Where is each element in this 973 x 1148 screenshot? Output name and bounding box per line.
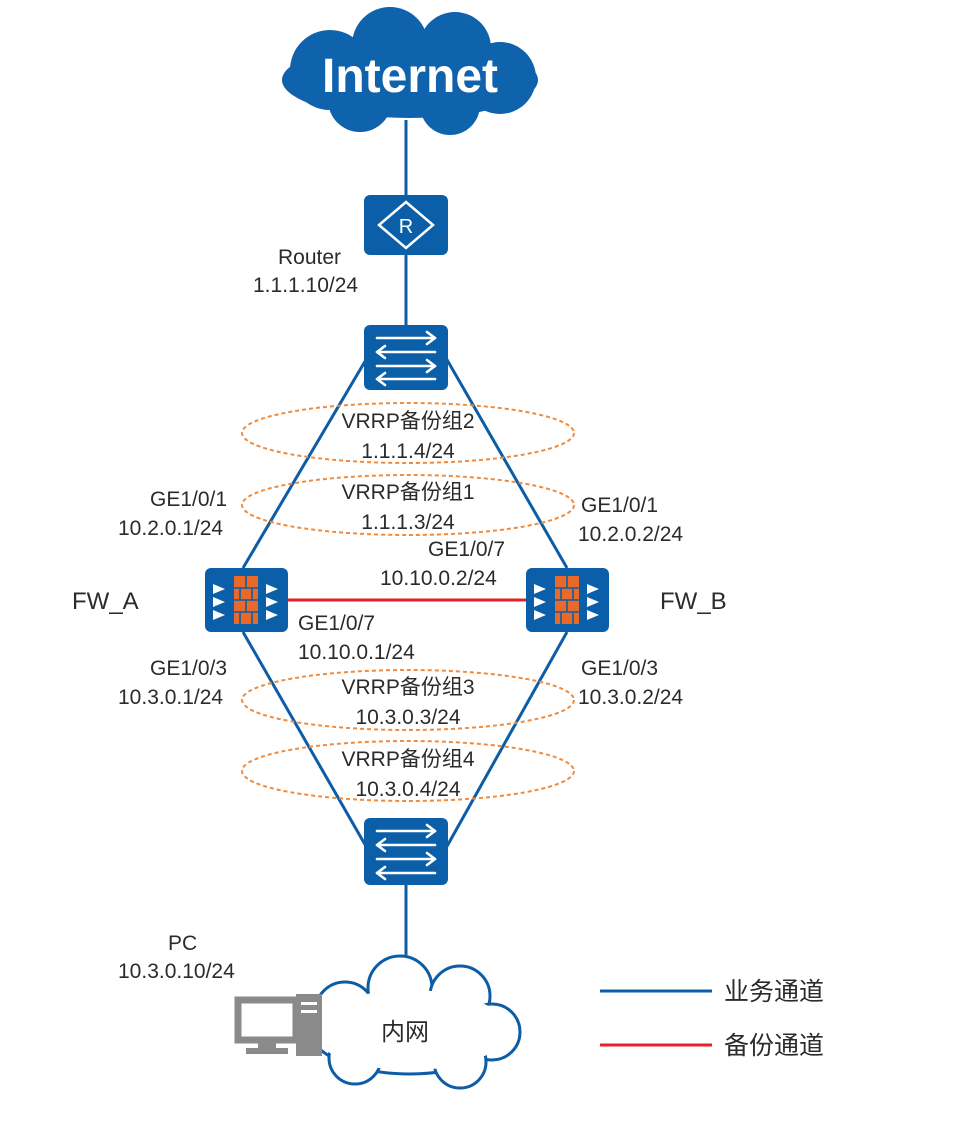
- fw-b-heartbeat-interface: GE1/0/7: [428, 538, 505, 561]
- vrrp-group-1-ellipse: [241, 474, 575, 536]
- vrrp-group-3-ellipse: [241, 669, 575, 731]
- firewall-a-device: [205, 568, 288, 632]
- vrrp-group-1-ip: 1.1.1.3/24: [361, 511, 455, 534]
- firewall-b-right-arrows-icon: [587, 584, 599, 620]
- fw-a-down-interface: GE1/0/3: [150, 657, 227, 680]
- router-ip: 1.1.1.10/24: [253, 274, 358, 297]
- pc-name: PC: [168, 932, 197, 955]
- fw-b-down-interface: GE1/0/3: [581, 657, 658, 680]
- internet-label: Internet: [322, 50, 498, 103]
- legend: 业务通道 备份通道: [600, 977, 824, 1060]
- pc-icon: [234, 994, 322, 1056]
- firewall-b-left-arrows-icon: [534, 584, 546, 620]
- fw-b-heartbeat-ip: 10.10.0.2/24: [380, 567, 497, 590]
- lower-switch: [364, 818, 448, 885]
- fw-b-down-ip: 10.3.0.2/24: [578, 686, 683, 709]
- firewall-b-device: [526, 568, 609, 632]
- firewall-a-left-arrows-icon: [213, 584, 225, 620]
- vrrp-group-3-ip: 10.3.0.3/24: [355, 706, 460, 729]
- link-fw-a-switch-down: [241, 631, 369, 849]
- firewall-brick-icon: [555, 576, 579, 624]
- fw-a-heartbeat-interface: GE1/0/7: [298, 612, 375, 635]
- vrrp-group-2-ellipse: [241, 402, 575, 464]
- fw-a-heartbeat-ip: 10.10.0.1/24: [298, 641, 415, 664]
- fw-a-up-ip: 10.2.0.1/24: [118, 517, 223, 540]
- router-name: Router: [278, 246, 341, 269]
- upper-switch: [364, 325, 448, 390]
- fw-b-up-interface: GE1/0/1: [581, 494, 658, 517]
- vrrp-group-2-name: VRRP备份组2: [341, 410, 474, 433]
- vrrp-group-1-name: VRRP备份组1: [341, 481, 474, 504]
- vrrp-group-2-ip: 1.1.1.4/24: [361, 440, 455, 463]
- vrrp-group-4-ellipse: [241, 740, 575, 802]
- fw-b-name: FW_B: [660, 588, 727, 615]
- vrrp-group-3-name: VRRP备份组3: [341, 676, 474, 699]
- pc-ip: 10.3.0.10/24: [118, 960, 235, 983]
- router-diamond-icon: [377, 200, 435, 250]
- fw-a-name: FW_A: [72, 588, 139, 615]
- firewall-brick-icon: [234, 576, 258, 624]
- link-switch-fw-a-up: [241, 357, 369, 569]
- router-glyph: R: [399, 216, 413, 238]
- vrrp-group-4-ip: 10.3.0.4/24: [355, 778, 460, 801]
- switch-arrows-icon: [375, 823, 437, 881]
- legend-backup-label: 备份通道: [724, 1031, 824, 1060]
- link-fw-b-switch-down: [444, 631, 569, 849]
- intranet-cloud: 内网: [308, 954, 522, 1090]
- fw-a-up-interface: GE1/0/1: [150, 488, 227, 511]
- vrrp-groups: [241, 402, 575, 802]
- firewall-a-right-arrows-icon: [266, 584, 278, 620]
- switch-arrows-icon: [375, 330, 437, 387]
- fw-a-down-ip: 10.3.0.1/24: [118, 686, 223, 709]
- links: [241, 120, 569, 960]
- router-device: R: [364, 195, 448, 255]
- fw-b-up-ip: 10.2.0.2/24: [578, 523, 683, 546]
- link-switch-fw-b-up: [444, 357, 569, 569]
- internet-cloud: Internet: [282, 7, 538, 135]
- legend-business-label: 业务通道: [724, 977, 824, 1006]
- vrrp-group-4-name: VRRP备份组4: [341, 748, 474, 771]
- intranet-label: 内网: [381, 1018, 429, 1046]
